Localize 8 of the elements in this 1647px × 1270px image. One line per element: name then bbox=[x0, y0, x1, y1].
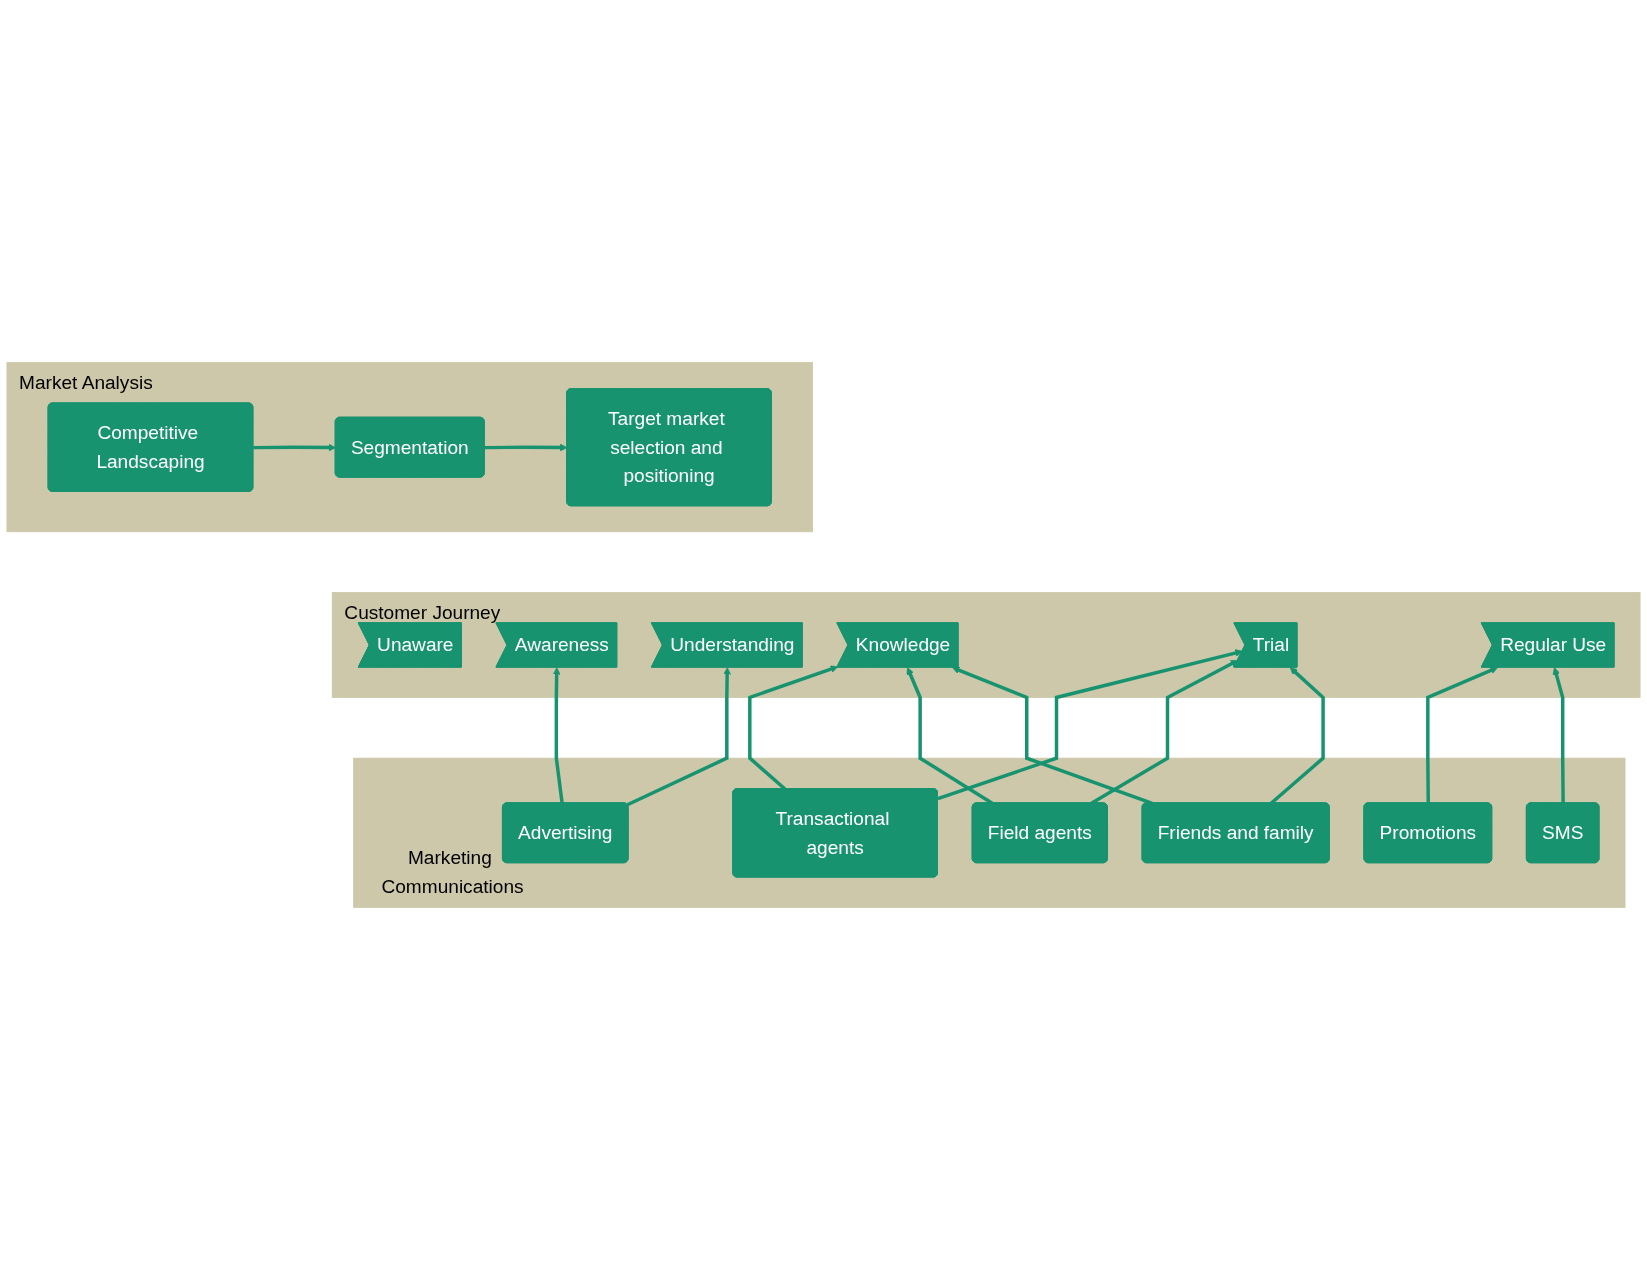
arrow bbox=[1426, 666, 1498, 804]
arrow bbox=[484, 443, 568, 452]
arrow bbox=[937, 649, 1243, 801]
arrow bbox=[552, 667, 564, 804]
arrow bbox=[626, 667, 731, 807]
arrow bbox=[952, 666, 1153, 805]
arrow bbox=[253, 443, 337, 452]
arrow bbox=[1552, 667, 1565, 804]
